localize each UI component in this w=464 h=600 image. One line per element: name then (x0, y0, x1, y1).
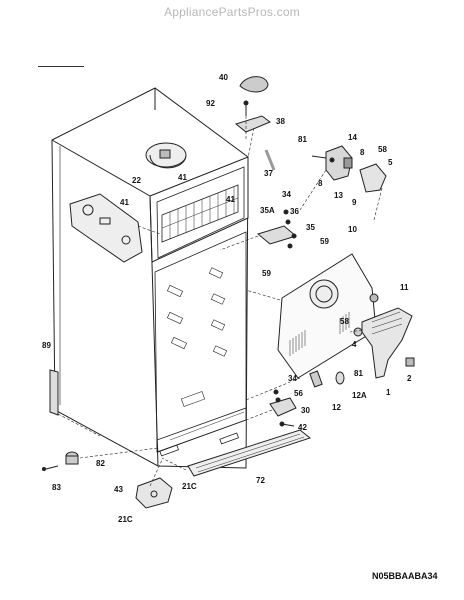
part-label: 21C (118, 515, 133, 524)
fresh-food-compartment (154, 231, 247, 457)
part-label: 21C (182, 482, 197, 491)
site-watermark: AppliancePartsPros.com (164, 5, 300, 19)
part-number-labels: 40 92 38 81 14 8 58 5 37 41 22 41 41 34 … (42, 73, 412, 524)
clip-37 (264, 149, 276, 171)
part-label: 81 (354, 369, 363, 378)
diagram-code: N05BBAABA34 (372, 571, 438, 581)
part-label: 56 (294, 389, 303, 398)
part-label: 38 (276, 117, 285, 126)
drain-fitting-12 (309, 370, 323, 388)
part-label: 81 (298, 135, 307, 144)
leveling-leg-82 (65, 451, 79, 465)
bracket-38 (234, 115, 271, 133)
air-diffuser-35A (256, 225, 298, 245)
part-label: 58 (340, 317, 349, 326)
leader-lines (57, 116, 383, 487)
part-label: 35A (260, 206, 275, 215)
part-label: 14 (348, 133, 357, 142)
part-label: 36 (290, 207, 299, 216)
part-label: 8 (360, 148, 365, 157)
screw-92 (243, 100, 249, 116)
air-duct-1 (361, 307, 413, 379)
part-label: 58 (378, 145, 387, 154)
part-label: 42 (298, 423, 307, 432)
part-label: 43 (114, 485, 123, 494)
roller-43 (135, 477, 173, 509)
part-label: 59 (320, 237, 329, 246)
screw-83 (41, 465, 59, 471)
part-label: 41 (178, 173, 187, 182)
part-label: 82 (96, 459, 105, 468)
part-label: 4 (352, 340, 357, 349)
part-label: 59 (262, 269, 271, 278)
fan-grille-11 (369, 293, 379, 303)
screw-42 (279, 421, 295, 427)
cap-2 (405, 357, 415, 367)
screws-34-36 (283, 209, 297, 249)
part-label: 35 (306, 223, 315, 232)
part-label: 13 (334, 191, 343, 200)
grommet-12A (335, 371, 345, 385)
drain-tube-89 (49, 369, 59, 416)
hinge-bracket-41-left (69, 193, 143, 263)
part-label: 12A (352, 391, 367, 400)
part-label: 10 (348, 225, 357, 234)
part-label: 30 (301, 406, 310, 415)
part-label: 8 (318, 179, 323, 188)
part-label: 34 (282, 190, 291, 199)
part-label: 92 (206, 99, 215, 108)
part-label: 40 (219, 73, 228, 82)
part-label: 12 (332, 403, 341, 412)
part-label: 37 (264, 169, 273, 178)
part-label: 2 (407, 374, 412, 383)
control-cluster (311, 145, 387, 193)
freezer-compartment (156, 166, 245, 259)
toe-grille-72 (187, 429, 312, 477)
part-label: 11 (400, 283, 409, 292)
light-assembly-41-top (145, 142, 187, 169)
part-label: 41 (226, 195, 235, 204)
thermostat-cover-40 (239, 76, 269, 93)
part-label: 5 (388, 158, 393, 167)
part-label: 1 (386, 388, 391, 397)
part-label: 22 (132, 176, 141, 185)
part-label: 9 (352, 198, 357, 207)
part-label: 41 (120, 198, 129, 207)
part-label: 34 (288, 374, 297, 383)
header-rule (38, 66, 84, 67)
evaporator-cover-10 (277, 253, 377, 379)
part-label: 89 (42, 341, 51, 350)
cabinet-outline (51, 87, 249, 469)
bracket-30 (269, 389, 297, 417)
part-label: 72 (256, 476, 265, 485)
part-label: 83 (52, 483, 61, 492)
